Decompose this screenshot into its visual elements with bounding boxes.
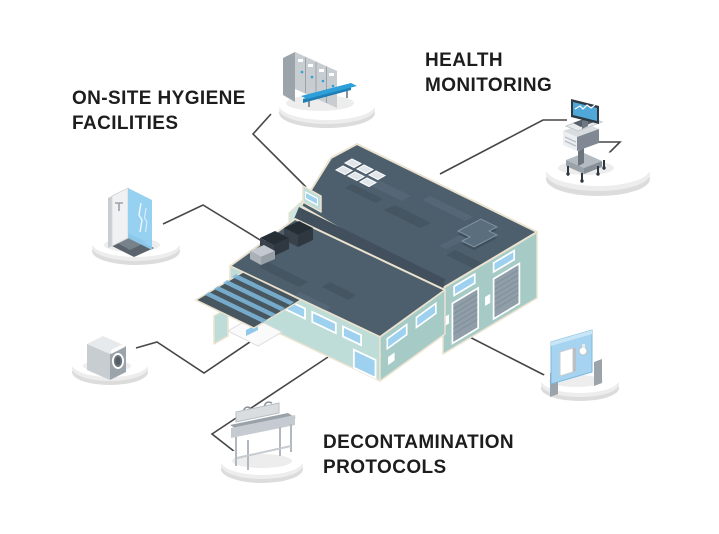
skylight-grid-icon <box>334 158 387 188</box>
upper-step-wall <box>302 185 322 213</box>
connector-sink <box>210 356 329 453</box>
washing-machine-node <box>72 336 148 385</box>
entrance-porch <box>194 271 303 347</box>
shower-stall-icon <box>108 187 154 257</box>
loading-dock-wall <box>442 231 538 355</box>
front-right-wall <box>379 289 446 382</box>
bench-icon <box>301 83 357 107</box>
sanitizer-station-node <box>541 329 619 401</box>
connector-health <box>439 119 567 175</box>
locker-room-icon <box>283 52 357 108</box>
washing-machine-icon <box>87 336 126 380</box>
canopy-roof-icon <box>194 271 303 329</box>
factory-building <box>194 143 538 382</box>
hand-wash-sink-icon <box>230 401 296 470</box>
side-door-icon <box>352 348 377 380</box>
locker-room-node <box>279 52 375 128</box>
health-monitoring-cart-icon <box>563 99 606 183</box>
sanitizer-station-icon <box>550 329 602 397</box>
health-monitoring-cart-node <box>546 99 650 196</box>
connector-health-hook <box>598 141 622 156</box>
label-onsite-hygiene-facilities: ON-SITE HYGIENE FACILITIES <box>72 88 246 134</box>
label-decontamination-protocols: DECONTAMINATION PROTOCOLS <box>323 432 515 478</box>
connector-washer <box>135 326 273 374</box>
dispenser-icon <box>559 344 588 377</box>
hand-wash-sink-node <box>221 401 303 483</box>
roof-vent-platform <box>456 218 499 250</box>
hvac-units-icon <box>250 221 313 265</box>
shower-node <box>92 187 180 265</box>
sloped-roof-band <box>294 207 445 290</box>
label-health-monitoring: HEALTH MONITORING <box>425 50 553 96</box>
connector-lockers <box>251 113 307 188</box>
dock-door-icon <box>492 262 521 321</box>
connector-shower <box>162 204 266 244</box>
platform <box>279 90 375 128</box>
dock-door-icon <box>451 286 480 345</box>
